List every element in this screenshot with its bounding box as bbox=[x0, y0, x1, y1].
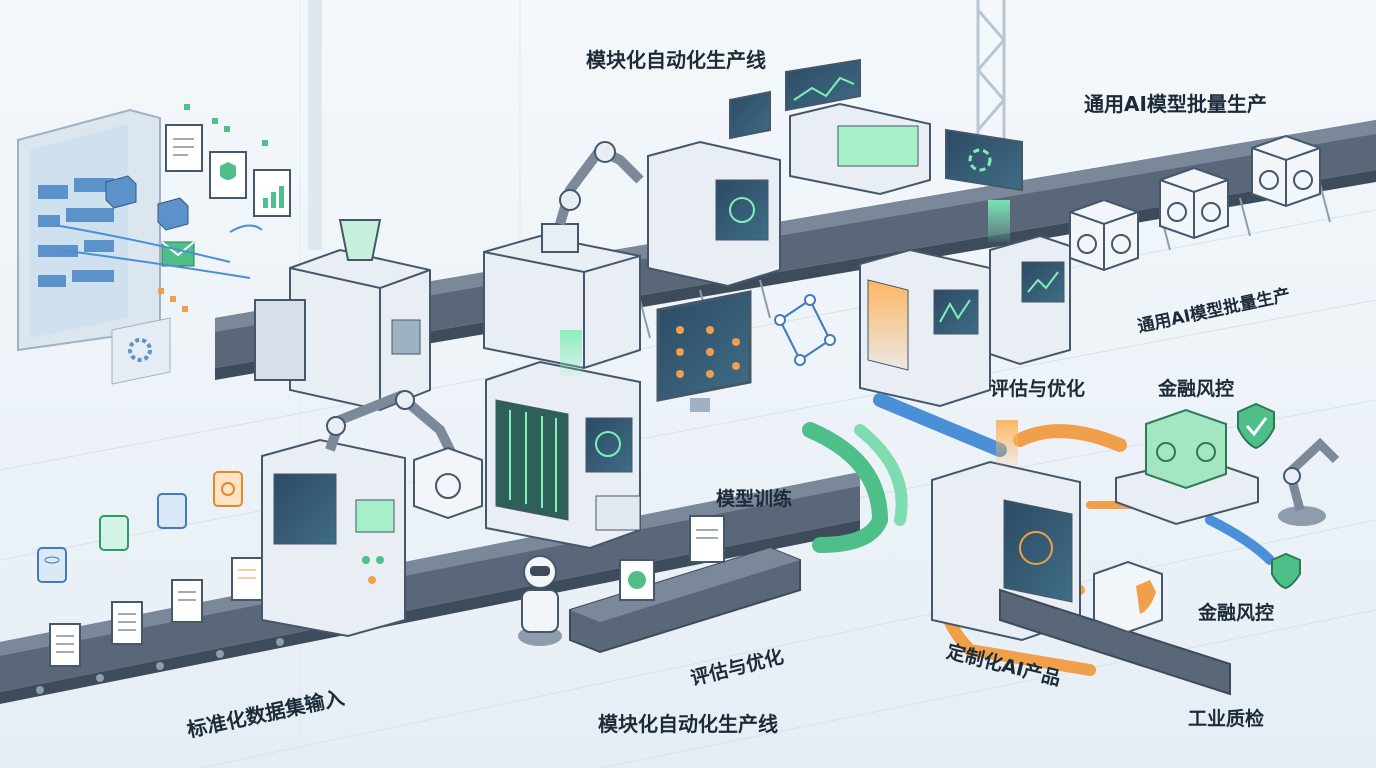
finance-platform bbox=[1115, 408, 1259, 526]
label-eval-top: 评估与优化 bbox=[990, 378, 1086, 400]
label-quality: 工业质检 bbox=[1188, 708, 1265, 730]
label-finance-top: 金融风控 bbox=[1158, 378, 1235, 400]
central-machine bbox=[483, 234, 641, 370]
shield-icon-small bbox=[1271, 552, 1301, 590]
data-dashboard-panel bbox=[17, 108, 161, 352]
custom-conveyor bbox=[999, 588, 1231, 696]
small-conveyor bbox=[569, 515, 801, 654]
shield-icon bbox=[1237, 402, 1275, 450]
pillar bbox=[308, 0, 322, 250]
label-bottom-line: 模块化自动化生产线 bbox=[598, 712, 778, 736]
robot-arm-right bbox=[1278, 437, 1340, 526]
network-processor-machine bbox=[647, 140, 781, 288]
label-top-line: 模块化自动化生产线 bbox=[586, 48, 766, 72]
training-machine-left bbox=[261, 438, 406, 638]
green-tank-machine bbox=[789, 102, 1023, 196]
steel-truss bbox=[976, 0, 1006, 150]
robot-arm-upper bbox=[541, 141, 644, 253]
training-tunnel-machine bbox=[485, 330, 641, 550]
lower-belt-rollers bbox=[36, 638, 284, 694]
network-graph-floating bbox=[774, 294, 836, 366]
product-cube-shield bbox=[1093, 560, 1163, 634]
label-train: 模型训练 bbox=[716, 488, 793, 510]
hopper-machine bbox=[254, 219, 431, 412]
model-cubes-batch bbox=[1069, 134, 1321, 272]
label-top-right-batch: 通用AI模型批量生产 bbox=[1084, 92, 1267, 116]
evaluation-machine bbox=[859, 200, 1071, 408]
floating-data-files bbox=[59, 104, 291, 312]
robot-arm-lower bbox=[325, 390, 465, 473]
model-cube-processing bbox=[413, 446, 483, 520]
chart-monitor-top bbox=[729, 58, 861, 140]
custom-ai-machine bbox=[931, 420, 1081, 642]
monitor-neural-net bbox=[656, 290, 752, 412]
robot-assistant bbox=[518, 555, 562, 646]
label-finance-bottom: 金融风控 bbox=[1198, 602, 1275, 624]
gear-icon bbox=[111, 317, 171, 385]
